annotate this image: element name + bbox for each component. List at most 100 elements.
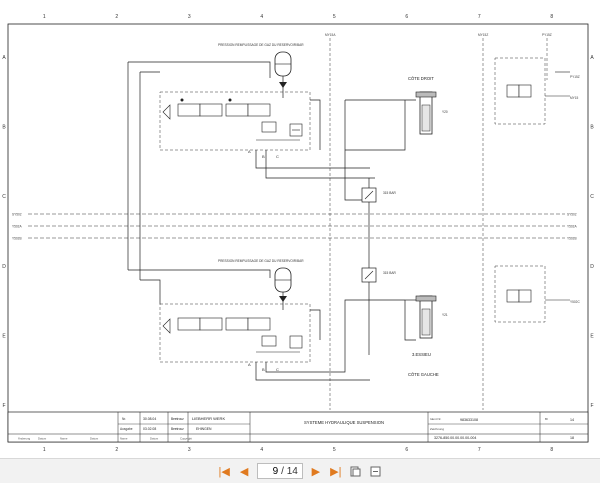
bottom-port-b: B [262, 367, 265, 372]
bus-right-2: Y502A [567, 225, 577, 229]
tb-footer-cell: Copyright [180, 437, 192, 441]
tb-date1: 30.08.04 [143, 417, 156, 421]
grid-col-1-bottom: 1 [43, 447, 46, 453]
grid-col-8-top: 8 [550, 14, 553, 20]
tb-company-1: LIEBHERR WERK [192, 416, 225, 421]
pressure-heading-top: PRESSION REMPLISSAGE DE GAZ DU RESERVOIR… [218, 43, 304, 47]
grid-row-E-left: E [2, 334, 6, 340]
page-total: / 14 [281, 465, 298, 477]
bus-left-2: Y502A [12, 225, 22, 229]
right-bottom-valve: Y502C [494, 265, 580, 323]
fit-width-icon[interactable] [369, 464, 383, 478]
next-page-button[interactable]: ▶ [311, 465, 321, 478]
grid-col-5-bottom: 5 [333, 447, 336, 453]
grid-column-labels: 1 1 2 2 3 3 4 4 5 5 6 6 7 7 8 8 [43, 14, 554, 453]
tb-sheet-no: 14 [570, 418, 574, 422]
bottom-valve-block: PRESSION REMPLISSAGE DE GAZ DU RESERVOIR… [128, 259, 405, 381]
tb-date2: 03.02.08 [143, 427, 156, 431]
tb-drawing-title: SYSTEME HYDRAULIQUE SUSPENSION [304, 420, 384, 425]
valve-bottom-pressure: 315 BAR [383, 271, 396, 275]
grid-col-7-top: 7 [478, 14, 481, 20]
grid-row-F-right: F [590, 403, 593, 409]
grid-col-2-bottom: 2 [115, 447, 118, 453]
tb-name1: Beetrouz [171, 417, 184, 421]
tb-footer-cell: Datum [90, 437, 99, 441]
tb-sheet-label: Bl [545, 417, 548, 421]
bus-left-1: SY502 [12, 213, 22, 217]
grid-row-E-right: E [590, 334, 594, 340]
connector-label-3: PY15Z [542, 33, 552, 37]
tb-sheet-total: 18 [570, 436, 574, 440]
grid-row-B-left: B [2, 125, 6, 131]
page-number-input[interactable] [262, 465, 279, 477]
tb-company-2: EHINGEN [196, 427, 212, 431]
tb-ident-label: Ident Nr. [430, 417, 442, 421]
fit-page-icon[interactable] [349, 464, 363, 478]
grid-col-7-bottom: 7 [478, 447, 481, 453]
bus-right-1: SY502 [567, 213, 577, 217]
grid-row-A-left: A [2, 55, 6, 61]
right-cylinder: CÔTE DROIT Y20 [345, 76, 448, 151]
grid-row-D-right: D [590, 264, 594, 270]
tb-col-row1: Nr. [122, 417, 126, 421]
grid-row-B-right: B [590, 125, 594, 131]
tb-col-row2: Ausgabe [120, 427, 133, 431]
tb-footer-cell: Datum [150, 437, 159, 441]
grid-col-1-top: 1 [43, 14, 46, 20]
center-relief-valves: 315 BAR 315 BAR [361, 178, 396, 355]
tb-footer-cell: Datum [38, 437, 47, 441]
grid-row-F-left: F [2, 403, 5, 409]
tb-drawing-no: 3276-850.00.00.00.00-004 [434, 436, 476, 440]
tb-footer-cell: Änderung [18, 437, 31, 441]
tb-ident-no: 983633108 [460, 418, 478, 422]
grid-row-C-right: C [590, 194, 594, 200]
last-page-button[interactable]: ▶| [330, 465, 342, 478]
grid-col-4-bottom: 4 [260, 447, 263, 453]
connector-label-2: MY15Z [478, 33, 488, 37]
pressure-heading-bottom: PRESSION REMPLISSAGE DE GAZ DU RESERVOIR… [218, 259, 304, 263]
top-port-c: C [276, 154, 279, 159]
cyl-bottom-label: Y21 [442, 313, 448, 317]
tb-footer-cell: Name [60, 437, 68, 441]
right-bottom-label: Y502C [570, 300, 580, 304]
right-top-label-2: MY15 [570, 96, 579, 100]
grid-col-8-bottom: 8 [550, 447, 553, 453]
grid-col-6-top: 6 [405, 14, 408, 20]
valve-top-pressure: 315 BAR [383, 191, 396, 195]
page-indicator: / 14 [257, 463, 303, 479]
top-port-b: B [262, 154, 265, 159]
left-cylinder: Y21 3.ESSIEU CÔTE GAUCHE [404, 295, 448, 377]
grid-col-3-top: 3 [188, 14, 191, 20]
tb-name2: Beetrouz [171, 427, 184, 431]
grid-row-C-left: C [2, 194, 6, 200]
connector-label-1: MY15A [325, 33, 336, 37]
top-valve-block: PRESSION REMPLISSAGE DE GAZ DU RESERVOIR… [127, 43, 375, 280]
cote-gauche-label: CÔTE GAUCHE [408, 372, 439, 377]
essieu-label: 3.ESSIEU [412, 352, 431, 357]
grid-col-6-bottom: 6 [405, 447, 408, 453]
cyl-top-label: Y20 [442, 110, 448, 114]
grid-col-3-bottom: 3 [188, 447, 191, 453]
grid-row-labels: A A B B C C D D E E F F [2, 55, 594, 409]
grid-row-A-right: A [590, 55, 594, 61]
title-block: Nr. Ausgabe 30.08.04 03.02.08 Beetrouz B… [7, 411, 589, 443]
right-top-valve: PY15Z MY15 [494, 57, 580, 125]
cote-droit-label: CÔTE DROIT [408, 76, 434, 81]
grid-col-2-top: 2 [115, 14, 118, 20]
previous-page-button[interactable]: ◀ [239, 465, 249, 478]
pdf-toolbar: |◀ ◀ / 14 ▶ ▶| [0, 458, 600, 483]
bottom-port-a: A [248, 362, 251, 367]
bottom-port-c: C [276, 367, 279, 372]
bus-right-3: Y502B [567, 237, 577, 241]
right-top-label-1: PY15Z [570, 75, 580, 79]
grid-col-4-top: 4 [260, 14, 263, 20]
first-page-button[interactable]: |◀ [218, 465, 230, 478]
bus-left-3: Y502B [12, 237, 22, 241]
grid-col-5-top: 5 [333, 14, 336, 20]
tb-drawing-label: Zeichnung [430, 427, 444, 431]
grid-row-D-left: D [2, 264, 6, 270]
top-port-a: A [248, 149, 251, 154]
